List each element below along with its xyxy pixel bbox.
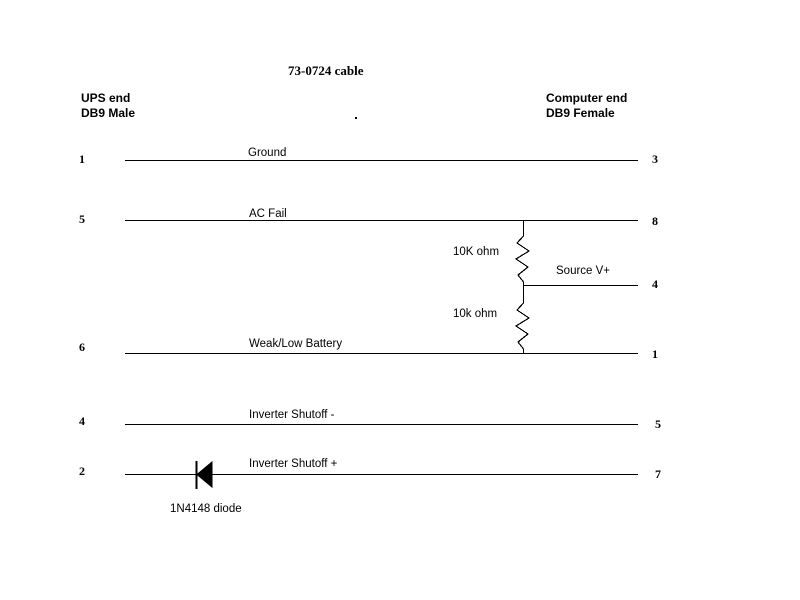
- wire-label-inverter-shutoff-minus: Inverter Shutoff -: [249, 409, 335, 421]
- right-pin-inverter-shutoff-plus: 7: [655, 467, 661, 481]
- right-end-heading-line2: DB9 Female: [546, 106, 615, 120]
- left-end-heading-line1: UPS end: [81, 91, 131, 105]
- resistor-upper-symbol: [514, 235, 531, 283]
- left-pin-ac-fail: 5: [79, 212, 85, 226]
- stray-dot-artifact: [355, 117, 357, 119]
- wire-label-ac-fail: AC Fail: [249, 208, 287, 220]
- right-pin-source-v-plus: 4: [652, 277, 658, 291]
- right-pin-ac-fail: 8: [652, 214, 658, 228]
- left-pin-inverter-shutoff-plus: 2: [79, 464, 85, 478]
- wire-label-ground: Ground: [248, 147, 287, 159]
- right-pin-inverter-shutoff-minus: 5: [655, 417, 661, 431]
- right-end-heading-line1: Computer end: [546, 91, 628, 105]
- resistor-upper-label: 10K ohm: [453, 246, 500, 258]
- right-pin-weak-low-battery: 1: [652, 347, 658, 361]
- resistor-lower-label: 10k ohm: [453, 308, 498, 320]
- left-pin-ground: 1: [79, 152, 85, 166]
- resistor-lower-symbol: [514, 302, 531, 350]
- wire-label-inverter-shutoff-plus: Inverter Shutoff +: [249, 458, 338, 470]
- left-pin-inverter-shutoff-minus: 4: [79, 414, 85, 428]
- right-pin-ground: 3: [652, 152, 658, 166]
- page-title: 73-0724 cable: [288, 63, 364, 78]
- wire-label-source-v-plus: Source V+: [556, 265, 611, 277]
- left-pin-weak-low-battery: 6: [79, 340, 85, 354]
- wire-label-weak-low-battery: Weak/Low Battery: [249, 338, 343, 350]
- diode-label: 1N4148 diode: [170, 503, 242, 515]
- diode-anode-triangle: [196, 460, 213, 489]
- left-end-heading-line2: DB9 Male: [81, 106, 136, 120]
